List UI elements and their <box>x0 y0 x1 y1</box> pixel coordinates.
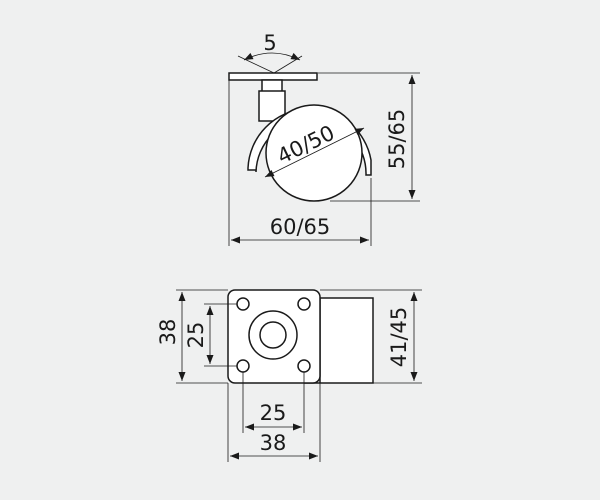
wheel-diameter-dimension-line <box>264 127 365 178</box>
swivel-stem <box>261 79 283 93</box>
hole-horizontal-label: 25 <box>260 401 287 425</box>
mounting-hole-top-right <box>297 297 311 311</box>
mounting-hole-bottom-right <box>297 359 311 373</box>
caster-side-view: 40/50 5 55/65 60/65 <box>228 31 420 246</box>
angle-label: 5 <box>263 31 276 55</box>
mounting-plate <box>228 72 318 81</box>
mounting-hole-bottom-left <box>236 359 250 373</box>
caster-plan-view: 38 25 25 38 41/45 <box>156 289 422 462</box>
plate-height-label: 38 <box>156 319 180 346</box>
height-label: 55/65 <box>385 109 409 170</box>
mounting-hole-top-left <box>236 297 250 311</box>
swivel-inner-ring <box>259 321 287 349</box>
plate-width-label: 38 <box>260 431 287 455</box>
angle-leader-left <box>237 55 275 74</box>
width-label: 60/65 <box>270 215 331 239</box>
depth-label: 41/45 <box>387 307 411 368</box>
angle-arc <box>243 52 301 61</box>
hole-vertical-label: 25 <box>184 322 208 349</box>
